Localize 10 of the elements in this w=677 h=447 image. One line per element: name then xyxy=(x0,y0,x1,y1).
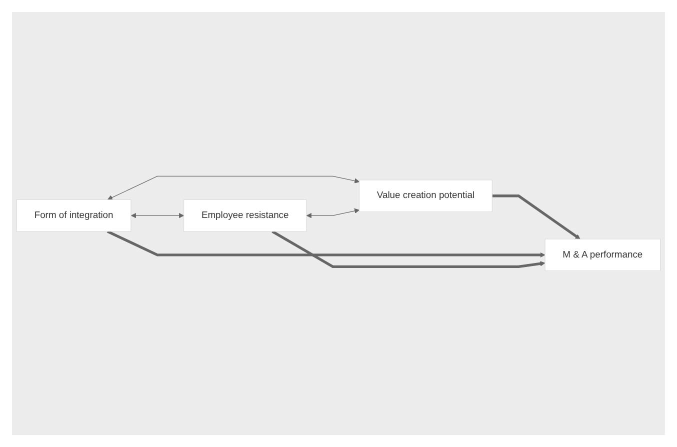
node-box: Employee resistance xyxy=(184,199,307,232)
arrow xyxy=(106,230,546,258)
node-box: Value creation potential xyxy=(358,180,492,212)
node-box: Form of integration xyxy=(16,199,132,232)
arrow xyxy=(130,212,184,218)
arrow xyxy=(492,194,580,240)
arrow xyxy=(306,208,360,218)
node-box: M & A performance xyxy=(544,238,661,272)
arrow xyxy=(272,230,546,268)
arrow xyxy=(107,176,360,200)
